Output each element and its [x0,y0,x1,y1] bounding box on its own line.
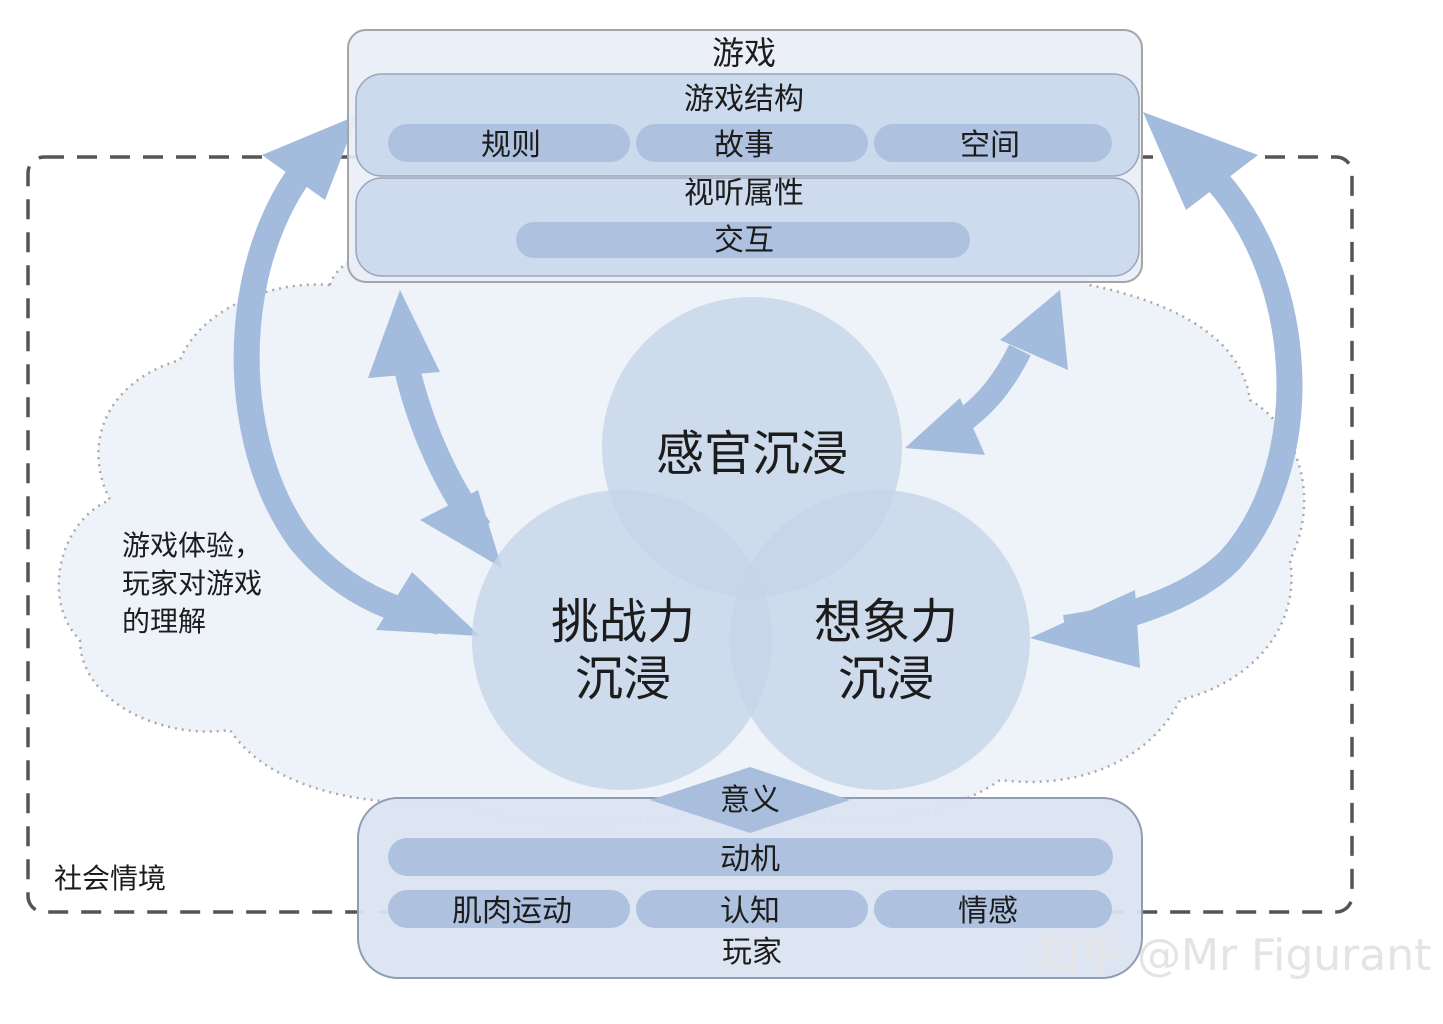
challenge-immersion-circle [472,490,772,790]
challenge-immersion-label-line1: 挑战力 [551,594,695,650]
imaginative-immersion-circle [730,490,1030,790]
audiovisual-title: 视听属性 [684,176,804,211]
challenge-immersion-label-line2: 沉浸 [575,651,671,707]
game-structure-title: 游戏结构 [684,82,804,117]
cloud-label-line1: 游戏体验， [122,529,262,562]
game-box [347,29,1143,283]
outer-arrow-left [233,115,480,636]
imaginative-immersion-label-line2: 沉浸 [838,651,934,707]
player-box [357,797,1143,979]
cloud-label-line2: 玩家对游戏 [122,567,262,600]
structure-item-rules: 规则 [481,128,541,163]
player-item-cognition: 认知 [720,894,780,929]
structure-item-space: 空间 [960,128,1020,163]
interaction-label: 交互 [714,223,774,258]
inner-arrow-right [905,290,1068,455]
player-title: 玩家 [722,935,782,970]
cloud-label-line3: 的理解 [122,605,206,638]
inner-arrow-left [368,290,502,568]
game-title: 游戏 [712,34,776,72]
social-context-label: 社会情境 [54,862,166,895]
watermark: 知乎 @Mr Figurant [1035,930,1431,981]
motivation-label: 动机 [720,842,780,877]
meaning-label: 意义 [720,783,780,818]
structure-item-story: 故事 [714,128,774,163]
sensory-immersion-label: 感官沉浸 [656,426,848,482]
player-item-motor: 肌肉运动 [452,894,572,929]
imaginative-immersion-label-line1: 想象力 [814,594,958,650]
meaning-diamond [650,767,850,833]
outer-arrow-right [1030,112,1303,668]
player-item-emotion: 情感 [958,894,1018,929]
